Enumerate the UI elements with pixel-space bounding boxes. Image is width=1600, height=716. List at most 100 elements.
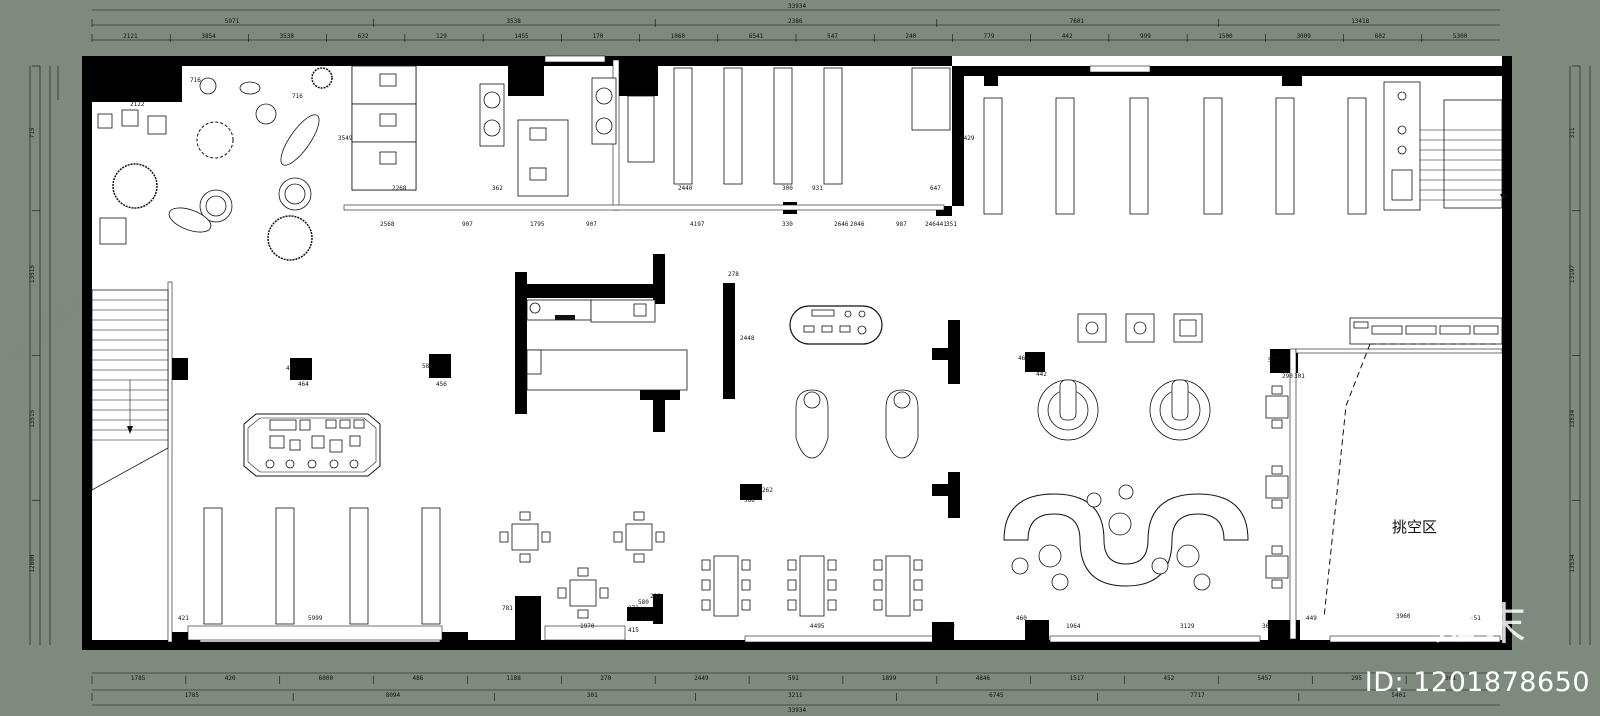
dimension-label: 13515 bbox=[29, 409, 36, 427]
restroom-stalls bbox=[351, 65, 617, 197]
inner-dimension-label: 300 bbox=[782, 185, 793, 192]
inner-dimension-label: 4495 bbox=[810, 623, 825, 630]
dimension-label: 715 bbox=[29, 127, 36, 138]
inner-dimension-label: 2046 bbox=[850, 221, 865, 228]
dimension-label: 2449 bbox=[694, 675, 709, 682]
inner-dimension-label: 290 bbox=[1282, 373, 1293, 380]
dimension-label: 5457 bbox=[1257, 675, 1272, 682]
dining-sets bbox=[499, 511, 923, 619]
dimension-label: 6745 bbox=[989, 692, 1004, 699]
inner-dimension-label: 362 bbox=[492, 185, 503, 192]
inner-dimension-label: 2122 bbox=[130, 101, 145, 108]
dimension-label: 1455 bbox=[514, 33, 529, 40]
inner-dimension-label: 421 bbox=[178, 615, 189, 622]
dimension-label: 5401 bbox=[1391, 692, 1406, 699]
dimension-label: 240 bbox=[905, 33, 916, 40]
inner-dimension-label: 301 bbox=[1294, 373, 1305, 380]
dimension-label: 1188 bbox=[506, 675, 521, 682]
dimension-label: 12800 bbox=[29, 554, 36, 572]
dimension-label: 13418 bbox=[1351, 18, 1369, 25]
inner-dimension-label: 273 bbox=[628, 605, 639, 612]
inner-dimension-label: 1795 bbox=[530, 221, 545, 228]
inner-dimension-label: 415 bbox=[628, 627, 639, 634]
void-area-outline bbox=[1323, 343, 1500, 619]
dimension-label: 999 bbox=[1140, 33, 1151, 40]
inner-dimension-label: 580 bbox=[638, 599, 649, 606]
dimension-label: 13534 bbox=[1569, 409, 1576, 427]
inner-dimension-label: 358 bbox=[944, 623, 955, 630]
dimension-label: 4846 bbox=[976, 675, 991, 682]
inner-dimension-label: 3429 bbox=[960, 135, 975, 142]
round-chairs-right bbox=[1037, 313, 1211, 441]
dimension-label: 442 bbox=[1062, 33, 1073, 40]
inner-dimension-label: 2440 bbox=[678, 185, 693, 192]
inner-dimension-label: 288 bbox=[650, 593, 661, 600]
dimension-label: 632 bbox=[358, 33, 369, 40]
dimension-label: 6541 bbox=[749, 33, 764, 40]
inner-dimension-label: 451 bbox=[1470, 615, 1481, 622]
inner-dimension-label: 456 bbox=[436, 381, 447, 388]
inner-dimension-label: 488 bbox=[286, 365, 297, 372]
dimension-label: 1500 bbox=[1218, 33, 1233, 40]
inner-dimension-label: 246 bbox=[925, 221, 936, 228]
inner-dimension-label: 278 bbox=[728, 271, 739, 278]
dimension-label: 3854 bbox=[201, 33, 216, 40]
center-counter bbox=[526, 299, 656, 323]
side-chairs bbox=[1265, 385, 1289, 589]
inner-dimension-label: 716 bbox=[292, 93, 303, 100]
salon-chairs-center bbox=[795, 389, 919, 459]
lounge-plants-area bbox=[97, 67, 333, 261]
inner-dimension-label: 2646 bbox=[834, 221, 849, 228]
inner-dimension-label: 1970 bbox=[580, 623, 595, 630]
inner-dimension-label: 330 bbox=[782, 221, 793, 228]
dimension-label: 7601 bbox=[1070, 18, 1085, 25]
oval-display-table bbox=[789, 305, 883, 345]
inner-dimension-label: 435 bbox=[640, 615, 651, 622]
inner-dimension-label: 464 bbox=[1018, 355, 1029, 362]
dimension-label: 301 bbox=[587, 692, 598, 699]
dimension-label: 2386 bbox=[788, 18, 803, 25]
inner-dimension-label: 2448 bbox=[740, 335, 755, 342]
inner-dimension-label: 3960 bbox=[1396, 613, 1411, 620]
inner-dimension-label: 460 bbox=[1016, 615, 1027, 622]
inner-dimension-label: 4197 bbox=[690, 221, 705, 228]
dimension-label: 6000 bbox=[319, 675, 334, 682]
inner-dimension-label: 907 bbox=[462, 221, 473, 228]
image-id-label: ID: 1201878650 bbox=[1364, 667, 1590, 698]
dimension-label: 1785 bbox=[131, 675, 146, 682]
dimension-label: 602 bbox=[1375, 33, 1386, 40]
dimension-label: 1899 bbox=[882, 675, 897, 682]
inner-dimension-label: 442 bbox=[1036, 371, 1047, 378]
void-area-label: 挑空区 bbox=[1392, 518, 1437, 536]
inner-dimension-label: 907 bbox=[586, 221, 597, 228]
inner-dimension-label: 781 bbox=[502, 605, 513, 612]
dimension-label: 1785 bbox=[185, 692, 200, 699]
dimension-label: 170 bbox=[592, 33, 603, 40]
inner-dimension-label: 647 bbox=[930, 185, 941, 192]
dimension-label: 5971 bbox=[225, 18, 240, 25]
dimension-label: 270 bbox=[600, 675, 611, 682]
inner-dimension-label: 3129 bbox=[1180, 623, 1195, 630]
inner-dimension-label: 716 bbox=[190, 77, 201, 84]
dimension-label: 311 bbox=[1569, 127, 1576, 138]
dimension-label: 8094 bbox=[386, 692, 401, 699]
dimension-label: 3211 bbox=[788, 692, 803, 699]
dimension-label: 295 bbox=[1351, 675, 1362, 682]
dimension-label: 3009 bbox=[1296, 33, 1311, 40]
dimension-label: 547 bbox=[827, 33, 838, 40]
dimension-label: 7717 bbox=[1190, 692, 1205, 699]
dimension-label: 129 bbox=[436, 33, 447, 40]
inner-dimension-label: 931 bbox=[812, 185, 823, 192]
dimension-label: 2121 bbox=[123, 33, 138, 40]
wall-cabinet-right bbox=[1349, 317, 1503, 345]
dimension-label: 13534 bbox=[1569, 554, 1576, 572]
display-counter-left bbox=[243, 413, 381, 477]
dimension-total-label: 33934 bbox=[788, 3, 806, 10]
staircase-top-right bbox=[1420, 99, 1506, 209]
inner-dimension-label: 351 bbox=[946, 221, 957, 228]
inner-dimension-label: 580 bbox=[422, 363, 433, 370]
